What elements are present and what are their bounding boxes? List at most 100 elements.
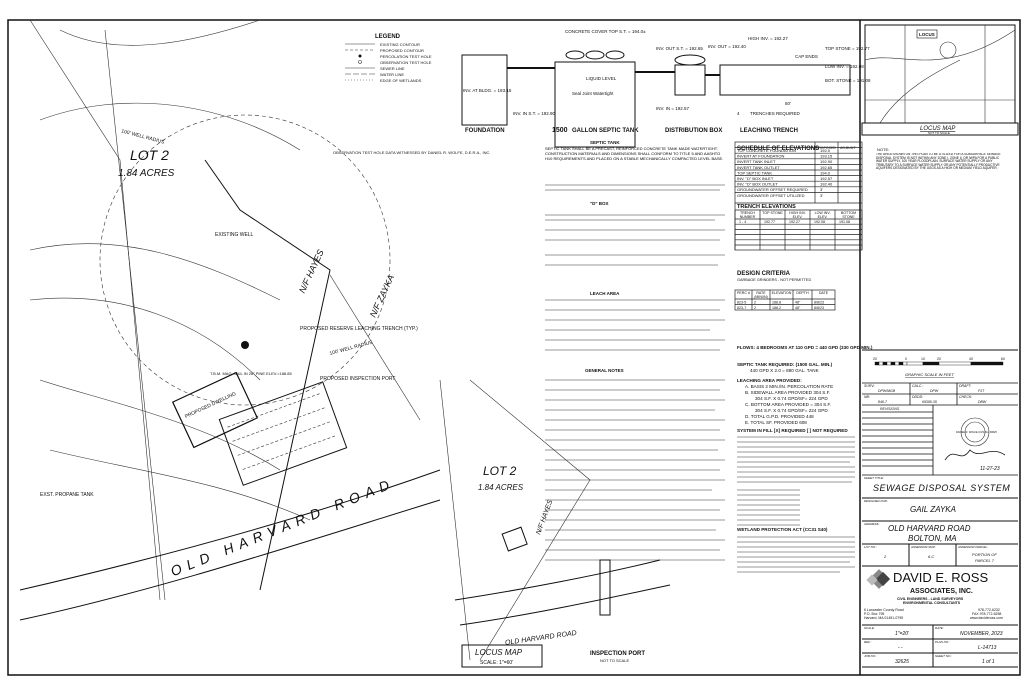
scale-bar-segment bbox=[878, 361, 884, 366]
detail-label: CAP ENDS bbox=[795, 54, 818, 59]
company-name: DAVID E. ROSS bbox=[893, 570, 988, 585]
scale-bar-segment bbox=[874, 361, 880, 366]
signature bbox=[944, 449, 1006, 461]
field-label: SURV.: bbox=[864, 384, 875, 388]
field-label: PLAN NO.: bbox=[935, 640, 950, 644]
observation-note: OBSERVATION TEST HOLE DATA WITNESSED BY … bbox=[333, 150, 491, 155]
seal-text: DANIEL R. WOLFE CIVIL No. 38625 bbox=[956, 431, 997, 434]
field-value: PJT bbox=[978, 389, 985, 393]
field-label: CHECK: bbox=[959, 395, 972, 399]
schedule-row-value: 192.65 bbox=[820, 165, 833, 170]
detail-title: 1500 bbox=[552, 127, 568, 134]
trench-cell: 192.27 bbox=[789, 220, 800, 224]
sheet-border bbox=[7, 19, 1021, 676]
company-address: P.O. Box 795 bbox=[864, 612, 884, 616]
detail-label: LOW INV. = 192.08 bbox=[825, 64, 864, 69]
scale-tick-label: 40 bbox=[969, 357, 973, 361]
scale-bar-segment bbox=[882, 361, 888, 366]
perc-col-header: DEPTH bbox=[796, 290, 809, 295]
schedule-row-value: 193.15 bbox=[820, 154, 833, 159]
field-label: SHEET NO.: bbox=[935, 654, 952, 658]
scale-tick-label: 20 bbox=[937, 357, 941, 361]
detail-label: 4 bbox=[737, 111, 740, 116]
field-label: DDDD: bbox=[912, 395, 923, 399]
company-name: ASSOCIATES, INC. bbox=[910, 588, 973, 595]
perc-col-header: PERC # bbox=[737, 290, 750, 295]
trench-cell: 192.77 bbox=[764, 220, 775, 224]
trench-cell: 1 - 4 bbox=[739, 220, 746, 224]
schedule-row-label: INVERT AT FOUNDATION bbox=[737, 154, 785, 159]
perc-cell: 8/8/23 bbox=[814, 306, 824, 310]
company-tagline: ENVIRONMENTAL CONSULTANTS bbox=[903, 601, 961, 605]
field-value: DBW bbox=[978, 400, 987, 404]
inset-title: LOCUS MAP bbox=[475, 648, 523, 657]
perc-col-header: ELEVATION bbox=[771, 290, 792, 295]
perc-cell: 2 bbox=[754, 301, 756, 305]
detail-label: INV. IN S.T. = 192.90 bbox=[513, 111, 555, 116]
trench-col-header: TOP STONE bbox=[762, 210, 783, 215]
perc-col-header: DATE bbox=[818, 290, 829, 295]
scale-tick-label: 10 bbox=[921, 357, 925, 361]
scale-label: GRAPHIC SCALE IN FEET bbox=[905, 372, 954, 377]
title-block: LOCUS LOCUS MAP NOT TO SCALE NOTE: THE A… bbox=[861, 24, 1019, 668]
field-label: DRAFT: bbox=[959, 384, 972, 388]
schedule-row-value: 194.0 bbox=[820, 170, 831, 175]
schedule-row-label: INV. "D" BOX INLET bbox=[737, 176, 774, 181]
field-label: ASSESSOR PARCEL: bbox=[957, 545, 988, 549]
design-title: DESIGN CRITERIA bbox=[737, 271, 791, 277]
system-in-fill: SYSTEM IN FILL [X] REQUIRED [ ] NOT REQU… bbox=[737, 428, 848, 433]
perc-cell: 188.8 bbox=[772, 301, 781, 305]
perc-cell: 8/8/23 bbox=[814, 301, 824, 305]
detail-label: INV. OUT = 192.40 bbox=[708, 44, 746, 49]
legend-item: PROPOSED CONTOUR bbox=[380, 48, 424, 53]
field-label: LOT NO.: bbox=[864, 545, 877, 549]
company-address: Harvard, MA 01451-0795 bbox=[864, 616, 903, 620]
detail-label: BOT. STONE = 191.08 bbox=[825, 78, 871, 83]
schedule-row-label: INV. "D" BOX OUTLET bbox=[737, 182, 778, 187]
schedule-row-value: 3' bbox=[820, 187, 823, 192]
field-value: 846-7 bbox=[878, 400, 888, 404]
notes-heading: GENERAL NOTES bbox=[585, 368, 624, 373]
notes-heading: LEACH AREA bbox=[590, 291, 620, 296]
revisions-heading: REVISIONS bbox=[880, 407, 900, 411]
propane-label: EXST. PROPANE TANK bbox=[40, 492, 94, 498]
detail-label: CONCRETE COVER TOP S.T. = 194.0± bbox=[565, 29, 646, 34]
schedule-row-value: 192.90 bbox=[820, 159, 833, 164]
leaching-calc-line: E. TOTAL SF. PROVIDED 608 bbox=[745, 420, 807, 425]
locus-subtitle: NOT TO SCALE bbox=[928, 131, 950, 135]
inspection-port-label: PROPOSED INSPECTION PORT bbox=[320, 376, 395, 382]
legend-item: SEWER LINE bbox=[380, 66, 405, 71]
schedule-row-value: 192.0 bbox=[820, 148, 831, 153]
detail-label: INV. AT BLDG. = 193.15 bbox=[463, 88, 512, 93]
detail-label: INV. OUT S.T. = 192.65 bbox=[656, 46, 703, 51]
perc-cell: 2 bbox=[754, 306, 756, 310]
perc-cell: 48" bbox=[795, 306, 801, 310]
scale-tick-label: 0 bbox=[905, 357, 907, 361]
leaching-calc-line: 304 S.F. X 0.74 GPD/SF= 224 GPD bbox=[755, 396, 828, 401]
leaching-calc-line: 304 S.F. X 0.74 GPD/SF= 224 GPD bbox=[755, 408, 828, 413]
schedule-row-label: GROUNDWATER OFFSET UTILIZED bbox=[737, 193, 805, 198]
scale-tick-label: 20 bbox=[873, 357, 877, 361]
lot-label: LOT 2 bbox=[130, 147, 169, 163]
field-label: REF.: bbox=[864, 640, 871, 644]
field-label: ASSESSOR MAP: bbox=[910, 545, 936, 549]
trench-title: TRENCH ELEVATIONS bbox=[737, 204, 796, 210]
field-value: PARCEL 7 bbox=[975, 558, 995, 563]
legend-item: EXISTING CONTOUR bbox=[380, 42, 420, 47]
detail-label: TRENCHES REQUIRED bbox=[750, 111, 801, 116]
schedule-of-elevations: SCHEDULE OF ELEVATIONS PROPOSED AS-BUILT… bbox=[734, 141, 863, 311]
scale-bar-segment bbox=[970, 361, 1004, 366]
field-value: DPW bbox=[930, 389, 939, 393]
schedule-col-header: AS-BUILT bbox=[840, 146, 856, 150]
company-address: 6 Lancaster County Road bbox=[864, 608, 904, 612]
detail-label: LIQUID LEVEL bbox=[586, 76, 617, 81]
detail-title: FOUNDATION bbox=[465, 128, 505, 134]
wetland-heading: WETLAND PROTECTION ACT (CC31 S40) bbox=[737, 527, 828, 532]
trench-col-header: TRENCH NUMBER bbox=[739, 210, 756, 219]
benchmark-label: T.B.M. MAG. NAIL IN 28" PINE ELEV.=188.8… bbox=[210, 371, 292, 376]
scale-bar-segment bbox=[890, 361, 896, 366]
field-label: JOB NO.: bbox=[864, 654, 877, 658]
engineer-seal: DANIEL R. WOLFE CIVIL No. 38625 11-27-23 bbox=[944, 417, 1006, 472]
